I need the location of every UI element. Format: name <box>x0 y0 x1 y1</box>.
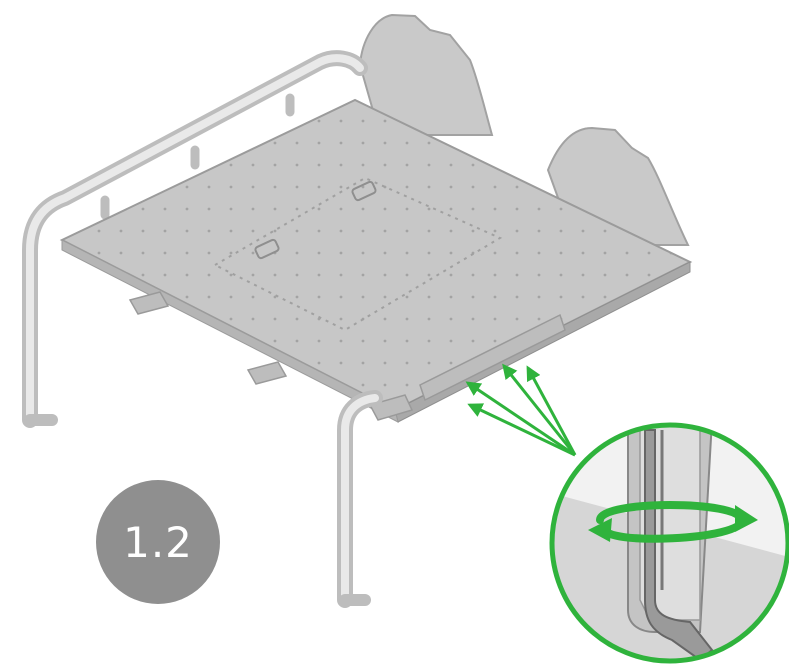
step-number-badge: 1.2 <box>96 480 220 604</box>
center-plate <box>212 176 503 332</box>
rear-tower-left <box>358 13 494 136</box>
front-leg <box>337 390 383 608</box>
rotation-arrow-icon <box>588 501 758 543</box>
crossbars <box>128 291 566 421</box>
zoom-detail <box>549 422 789 664</box>
pointer-arrow-icon <box>465 363 577 457</box>
side-rail <box>22 50 368 428</box>
step-number-label: 1.2 <box>123 517 193 567</box>
